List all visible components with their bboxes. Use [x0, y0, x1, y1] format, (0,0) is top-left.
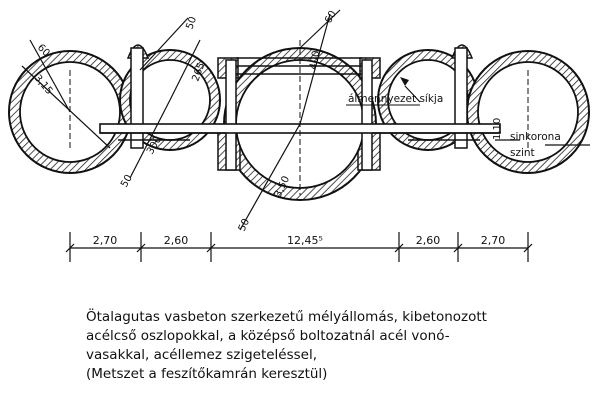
dimension-chain: [65, 232, 533, 262]
tie-rods: [236, 57, 362, 75]
caption-line-1: Ötalagutas vasbeton szerkezetű mélyállom…: [86, 309, 487, 325]
dimension-3: 12,45⁵: [287, 234, 323, 247]
figure-caption: Ötalagutas vasbeton szerkezetű mélyállom…: [86, 308, 586, 384]
rail-level-label-1: sinkorona: [510, 131, 561, 143]
ceiling-plane-label: álmennyezet síkja: [348, 93, 443, 105]
wall-label-column: 50: [184, 15, 199, 31]
ceiling-arrow-icon: [400, 77, 409, 86]
radius-label-center: 400: [308, 50, 322, 71]
rail-level-label-2: szint: [510, 147, 535, 159]
steel-columns: [130, 47, 468, 171]
wall-label-bottom: 50: [237, 217, 252, 233]
caption-line-2: acélcső oszlopokkal, a középső boltozatn…: [86, 328, 450, 344]
dimension-2: 2,60: [164, 234, 189, 247]
caption-line-4: (Metszet a feszítőkamrán keresztül): [86, 366, 328, 382]
dimension-4: 2,60: [416, 234, 441, 247]
dimension-5: 2,70: [481, 234, 506, 247]
dimension-1: 2,70: [93, 234, 118, 247]
radius-leaders: [21, 9, 590, 231]
wall-label-low: 50: [119, 173, 135, 190]
station-cross-section: 60 3,15 50 265 300 50 400 60 3,50 50 álm…: [8, 9, 590, 262]
rail-offset-label: 1,10: [492, 118, 503, 140]
caption-line-3: vasakkal, acéllemez szigeteléssel,: [86, 347, 318, 363]
